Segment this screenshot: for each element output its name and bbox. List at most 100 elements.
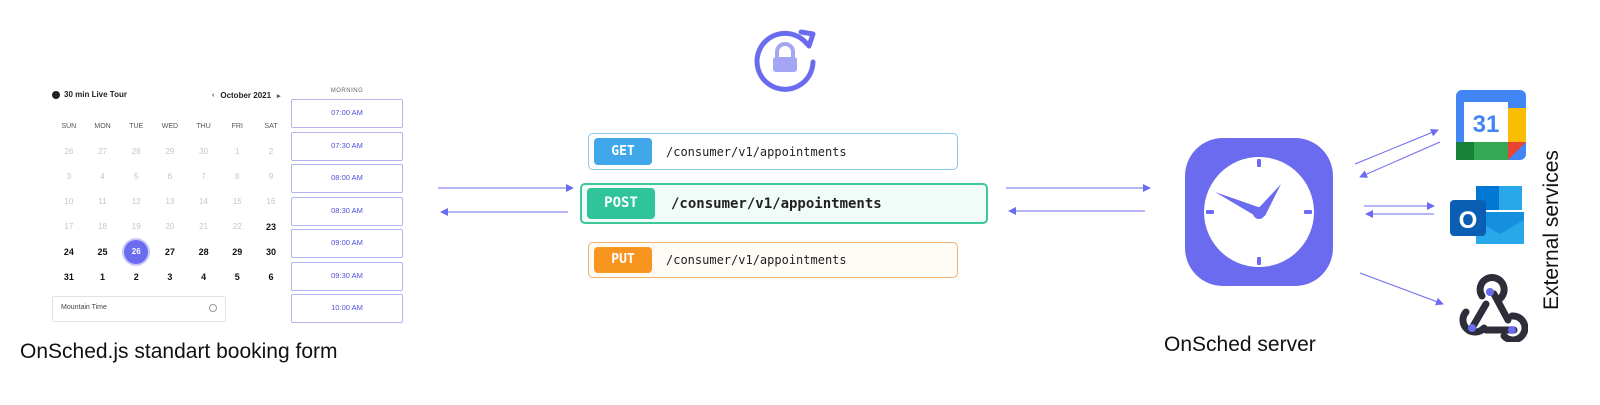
timezone-select[interactable]: Mountain Time (52, 296, 226, 322)
calendar-day: 7 (201, 172, 206, 181)
get-path: /consumer/v1/appointments (666, 144, 847, 159)
slots-label: MORNING (330, 88, 364, 94)
calendar-day: 29 (165, 147, 175, 156)
time-slot-button[interactable]: 09:30 AM (291, 261, 403, 291)
api-post-call: POST /consumer/v1/appointments (580, 183, 988, 224)
clock-icon (1204, 157, 1314, 267)
time-slot-button[interactable]: 07:00 AM (291, 99, 403, 128)
onsched-server-logo (1185, 138, 1333, 286)
calendar-day: 8 (235, 172, 240, 181)
calendar-day: 18 (98, 222, 107, 231)
calendar-day[interactable]: 5 (234, 271, 240, 282)
calendar-day[interactable]: 29 (232, 246, 243, 257)
calendar-day: 5 (133, 172, 139, 181)
webhook-icon (1459, 274, 1528, 342)
weekday-label: THU (196, 123, 211, 130)
put-path: /consumer/v1/appointments (666, 253, 847, 267)
weekday-header: SUN MON TUE WED THU FRI SAT (52, 114, 288, 139)
globe-icon (209, 304, 217, 312)
booking-form: 30 min Live Tour ‹ October 2021 ▸ SUN MON… (48, 86, 408, 334)
weekday-label: SAT (264, 123, 278, 130)
calendar-day[interactable]: 24 (63, 246, 74, 257)
calendar-week: 17 18 19 20 21 22 23 (52, 214, 288, 239)
arrow-gcal-to-server (1359, 141, 1441, 178)
clock-icon (52, 90, 60, 99)
calendar-day: 12 (131, 197, 141, 206)
calendar-day-selected[interactable]: 26 (119, 239, 153, 264)
timezone-label: Mountain Time (61, 304, 107, 311)
outlook-letter: O (1459, 207, 1478, 234)
booking-form-caption: OnSched.js standart booking form (20, 340, 338, 363)
next-month-icon[interactable]: ▸ (277, 92, 281, 100)
weekday-label: MON (94, 123, 111, 130)
time-slot-button[interactable]: 09:00 AM (291, 229, 403, 258)
put-method-badge: PUT (594, 247, 652, 273)
calendar-day[interactable]: 4 (201, 271, 207, 282)
calendar-day[interactable]: 3 (167, 271, 173, 282)
calendar-day: 10 (64, 197, 74, 206)
outlook-icon: O (1450, 186, 1524, 244)
calendar-day[interactable]: 28 (198, 246, 209, 257)
calendar-day: 6 (167, 172, 173, 181)
weekday-label: TUE (129, 123, 144, 130)
time-slot-button[interactable]: 08:00 AM (291, 164, 403, 193)
calendar-day[interactable]: 30 (265, 246, 276, 257)
selected-day-label: 26 (124, 239, 149, 264)
time-slot-button[interactable]: 10:00 AM (291, 294, 403, 323)
api-put-call: PUT /consumer/v1/appointments (588, 242, 958, 278)
weekday-label: WED (161, 123, 179, 130)
calendar-day: 9 (268, 172, 274, 181)
calendar-day: 1 (235, 147, 240, 156)
time-slot-button[interactable]: 07:30 AM (291, 131, 403, 161)
calendar-day: 20 (165, 222, 175, 231)
calendar-day: 28 (131, 147, 141, 156)
weekday-label: SUN (61, 123, 77, 130)
calendar-day: 27 (98, 147, 107, 156)
slot-list: 07:00 AM 07:30 AM 08:00 AM 08:30 AM 09:00 AM… (291, 99, 403, 323)
calendar-day: 19 (131, 222, 141, 231)
calendar-day[interactable]: 27 (164, 246, 175, 257)
calendar-day: 14 (199, 197, 209, 206)
calendar-day: 21 (199, 222, 209, 231)
weekday-label: FRI (231, 123, 243, 130)
time-slot-button[interactable]: 08:30 AM (291, 196, 403, 226)
calendar-day[interactable]: 23 (265, 221, 276, 232)
post-method-badge: POST (587, 188, 655, 219)
google-calendar-icon: 31 (1456, 90, 1526, 160)
calendar-day: 30 (199, 147, 209, 156)
arrow-server-to-gcal (1354, 128, 1439, 165)
calendar-week: 24 25 26 27 28 29 30 (52, 239, 288, 264)
get-method-badge: GET (594, 138, 652, 165)
post-path: /consumer/v1/appointments (671, 195, 882, 212)
calendar-day: 11 (98, 197, 107, 206)
calendar-day: 17 (64, 222, 74, 231)
calendar-week: 31 1 2 3 4 5 6 (52, 264, 288, 289)
api-get-call: GET /consumer/v1/appointments (588, 133, 958, 170)
booking-header: 30 min Live Tour (52, 90, 127, 99)
external-services-label: External services (1540, 150, 1563, 310)
calendar-day: 16 (266, 197, 276, 206)
calendar-day: 4 (100, 172, 105, 181)
lock-refresh-icon (754, 29, 816, 92)
calendar-day: 2 (268, 147, 274, 156)
calendar-day[interactable]: 25 (97, 246, 108, 257)
calendar-day: 3 (66, 172, 72, 181)
calendar-day[interactable]: 31 (63, 271, 74, 282)
gcal-day: 31 (1473, 111, 1500, 138)
time-slots: MORNING 07:00 AM 07:30 AM 08:00 AM 08:30 AM… (291, 86, 403, 327)
calendar-day: 15 (232, 197, 242, 206)
calendar-week: 3 4 5 6 7 8 9 (52, 164, 288, 189)
calendar-day[interactable]: 6 (268, 271, 274, 282)
prev-month-icon[interactable]: ‹ (212, 92, 215, 99)
calendar-day: 26 (64, 147, 74, 156)
server-caption: OnSched server (1164, 333, 1316, 356)
month-label: October 2021 (220, 91, 272, 100)
calendar-day[interactable]: 2 (133, 271, 139, 282)
calendar-day[interactable]: 1 (100, 271, 106, 282)
month-navigator: ‹ October 2021 ▸ (212, 91, 281, 100)
calendar-week: 26 27 28 29 30 1 2 (52, 139, 288, 164)
arrow-server-to-webhook (1359, 272, 1444, 306)
calendar-day: 22 (232, 222, 242, 231)
